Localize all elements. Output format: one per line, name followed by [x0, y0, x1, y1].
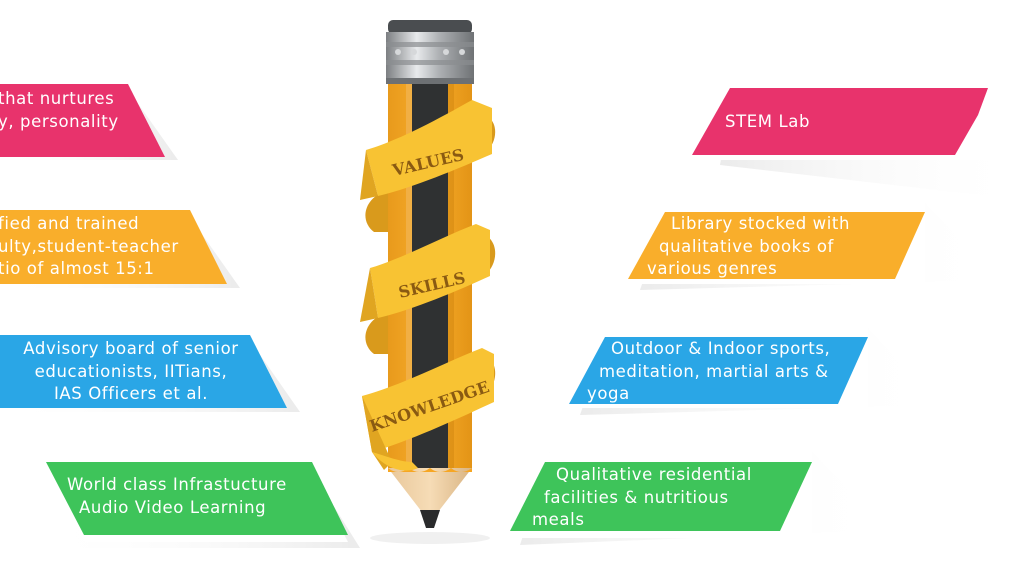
pencil-lead: [420, 510, 440, 528]
ribbon: VALUES SKILLS KNOWLEDGE: [360, 100, 496, 471]
right-item-4-line-1: Qualitative residential: [556, 465, 752, 484]
left-item-3: Advisory board of senior educationists, …: [0, 338, 262, 406]
right-item-2-line-3: various genres: [647, 259, 778, 278]
left-item-3-line-2: educationists, IITians,: [34, 361, 228, 381]
left-item-4-line-1: World class Infrastucture: [67, 475, 287, 494]
left-item-1-line-2: y, personality: [0, 111, 119, 131]
right-item-3-line-2: meditation, martial arts &: [599, 361, 829, 381]
left-item-3-line-3: IAS Officers et al.: [53, 384, 209, 403]
right-item-4-line-2: facilities & nutritious: [544, 487, 729, 507]
right-item-4-line-3: meals: [532, 510, 585, 529]
right-item-4: Qualitative residential facilities & nut…: [532, 464, 752, 532]
right-item-1: STEM Lab: [725, 111, 810, 134]
left-banner-4: [40, 450, 360, 548]
left-item-2-line-2: ulty,student-teacher: [0, 236, 179, 256]
left-item-4-line-2: Audio Video Learning: [79, 497, 267, 517]
right-item-2: Library stocked with qualitative books o…: [647, 213, 850, 281]
right-item-3: Outdoor & Indoor sports, meditation, mar…: [587, 338, 830, 406]
left-item-3-line-1: Advisory board of senior: [23, 339, 239, 358]
left-item-2: fied and trained ulty,student-teacher ti…: [0, 213, 179, 281]
pencil-eraser-cap: [388, 20, 472, 34]
right-banner-3: [566, 324, 940, 415]
left-banner-2: [0, 201, 240, 288]
right-banner-4: [505, 448, 890, 545]
left-item-2-line-1: fied and trained: [0, 214, 140, 233]
left-item-4: World class Infrastucture Audio Video Le…: [67, 474, 287, 519]
right-item-2-line-1: Library stocked with: [671, 214, 851, 233]
right-item-3-line-1: Outdoor & Indoor sports,: [611, 339, 831, 358]
right-banner-1: [690, 74, 1024, 200]
left-banner-3: [0, 324, 300, 412]
pencil-ferrule: [386, 32, 474, 80]
left-banner-1: [0, 76, 178, 160]
right-item-2-line-2: qualitative books of: [659, 236, 834, 256]
right-banner-2: [625, 199, 1000, 290]
left-item-2-line-3: tio of almost 15:1: [0, 259, 155, 278]
left-item-1: that nurtures y, personality: [0, 88, 119, 133]
right-item-1-line-1: STEM Lab: [725, 112, 811, 131]
pencil-wood-tip: [388, 468, 472, 512]
left-item-1-line-1: that nurtures: [0, 89, 115, 108]
right-item-3-line-3: yoga: [587, 384, 630, 403]
